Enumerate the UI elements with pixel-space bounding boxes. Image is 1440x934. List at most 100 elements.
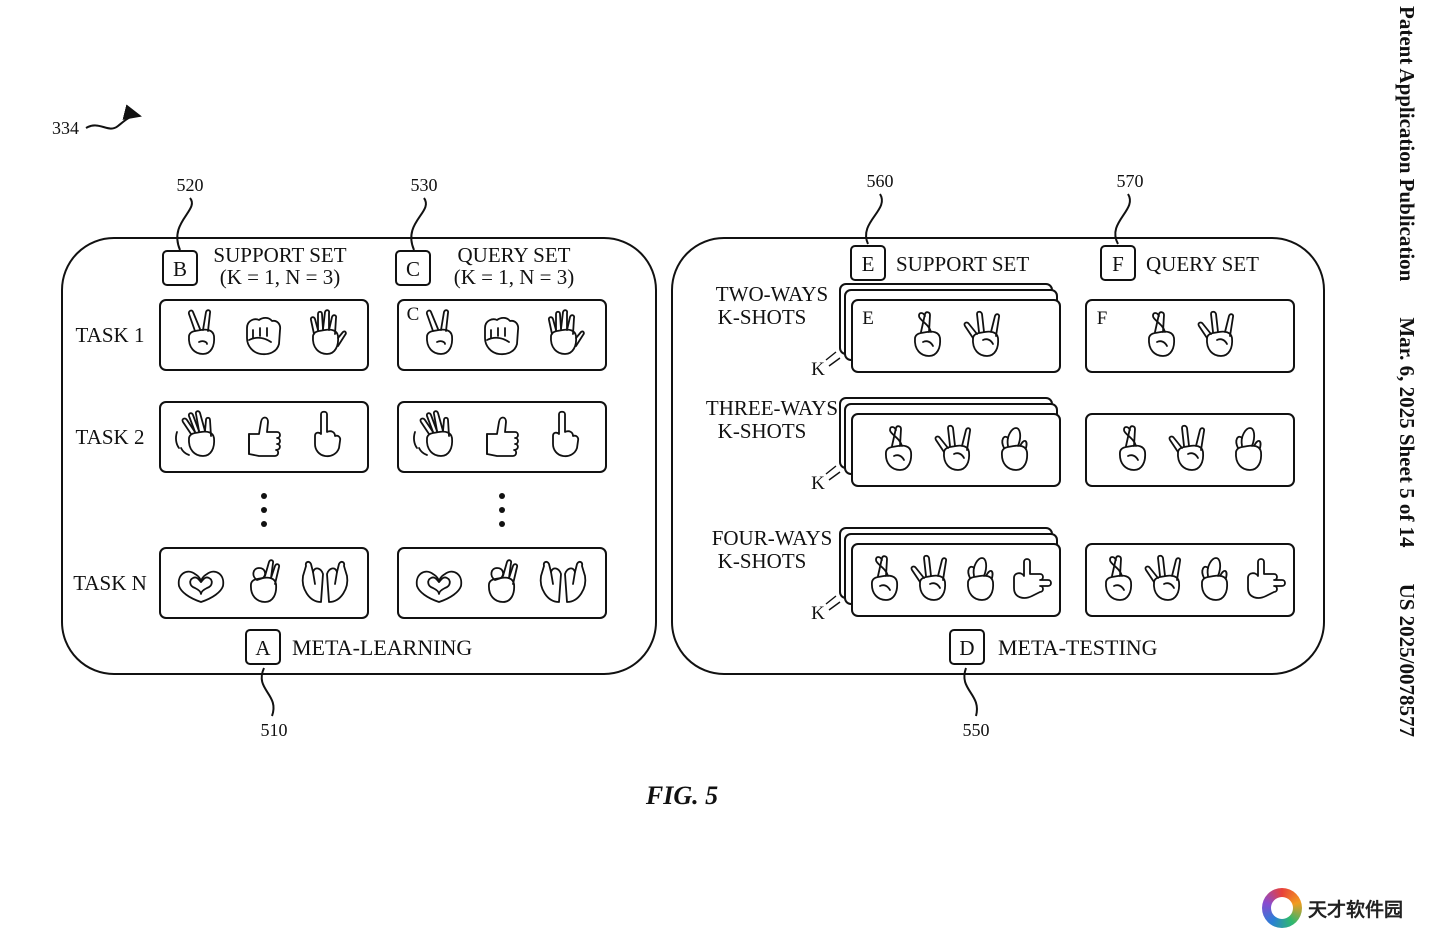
thumbs-up-icon bbox=[248, 416, 281, 457]
love-you-gesture-icon bbox=[1168, 424, 1206, 471]
raised-fist-icon bbox=[484, 316, 520, 356]
way-label: FOUR-WAYS bbox=[712, 526, 833, 550]
shot-label: K-SHOTS bbox=[718, 419, 807, 443]
query-ellipsis bbox=[499, 507, 505, 513]
love-you-gesture-icon bbox=[1197, 310, 1235, 357]
support-ellipsis bbox=[261, 507, 267, 513]
query-card bbox=[1085, 413, 1295, 487]
ok-hand-icon bbox=[250, 559, 281, 603]
heart-hands-icon bbox=[177, 570, 225, 603]
patent-header: Patent Application PublicationMar. 6, 20… bbox=[1395, 6, 1419, 737]
victory-hand-icon bbox=[425, 309, 454, 355]
ref-550-leader bbox=[963, 667, 978, 717]
shot-label: K-SHOTS bbox=[718, 549, 807, 573]
waving-hand-icon bbox=[413, 410, 454, 457]
support-ellipsis bbox=[261, 521, 267, 527]
pointing-up-icon bbox=[314, 410, 342, 458]
k-stack-tick bbox=[825, 465, 841, 481]
task-query-box bbox=[397, 401, 607, 473]
meta-learning-label: META-LEARNING bbox=[292, 635, 472, 660]
k-stack-tick bbox=[825, 351, 841, 367]
palms-up-icon bbox=[539, 560, 587, 603]
raised-fist-icon bbox=[246, 316, 282, 356]
mt-query-inner-letter: F bbox=[1097, 308, 1108, 329]
pinched-hand-icon bbox=[1235, 427, 1263, 471]
support-card-front bbox=[851, 413, 1061, 487]
support-set-title: SUPPORT SET bbox=[213, 243, 346, 267]
ref-334: 334 bbox=[52, 118, 79, 138]
meta-testing-label: META-TESTING bbox=[998, 635, 1158, 660]
love-you-gesture-icon bbox=[934, 424, 972, 471]
raised-hand-icon bbox=[309, 309, 347, 355]
k-label: K bbox=[811, 603, 825, 624]
task-label: TASK N bbox=[73, 571, 147, 595]
k-stack-tick bbox=[825, 595, 841, 611]
mt-support-letter-box bbox=[850, 245, 886, 281]
crossed-fingers-icon bbox=[885, 425, 913, 471]
task-query-box bbox=[397, 547, 607, 619]
figure-caption: FIG. 5 bbox=[645, 781, 718, 810]
victory-hand-icon bbox=[187, 309, 216, 355]
task-support-box bbox=[159, 547, 369, 619]
crossed-fingers-icon bbox=[914, 311, 942, 357]
support-set-letter-box bbox=[162, 250, 198, 286]
query-inner-letter: C bbox=[407, 304, 420, 325]
mt-query-letter-box bbox=[1100, 245, 1136, 281]
query-set-title: QUERY SET bbox=[458, 243, 571, 267]
ref-560: 560 bbox=[867, 171, 894, 191]
watermark: 天才软件园 bbox=[1262, 886, 1432, 930]
mt-query-letter: F bbox=[1112, 252, 1124, 276]
crossed-fingers-icon bbox=[871, 555, 899, 601]
query-ellipsis bbox=[499, 521, 505, 527]
love-you-gesture-icon bbox=[963, 310, 1001, 357]
meta-testing-letter: D bbox=[959, 636, 974, 660]
ref-520-leader bbox=[176, 197, 193, 251]
query-set-letter: C bbox=[406, 257, 420, 281]
ref-550: 550 bbox=[963, 720, 990, 740]
ref-520: 520 bbox=[177, 175, 204, 195]
meta-learning-letter: A bbox=[255, 636, 271, 660]
ref-510: 510 bbox=[261, 720, 288, 740]
palms-up-icon bbox=[301, 560, 349, 603]
heart-hands-icon bbox=[415, 570, 463, 603]
ref-530: 530 bbox=[411, 175, 438, 195]
call-me-hand-icon bbox=[1013, 558, 1052, 599]
support-set-subtitle: (K = 1, N = 3) bbox=[220, 265, 341, 289]
crossed-fingers-icon bbox=[1105, 555, 1133, 601]
query-set-subtitle: (K = 1, N = 3) bbox=[454, 265, 575, 289]
task-label: TASK 2 bbox=[76, 425, 145, 449]
ref-570: 570 bbox=[1117, 171, 1144, 191]
crossed-fingers-icon bbox=[1148, 311, 1176, 357]
mt-support-title: SUPPORT SET bbox=[896, 252, 1029, 276]
task-label: TASK 1 bbox=[76, 323, 145, 347]
ok-hand-icon bbox=[488, 559, 519, 603]
ref-560-leader bbox=[865, 193, 883, 245]
support-card-front bbox=[851, 299, 1061, 373]
call-me-hand-icon bbox=[1247, 558, 1286, 599]
thumbs-up-icon bbox=[486, 416, 519, 457]
watermark-logo-icon bbox=[1262, 888, 1302, 928]
task-query-box bbox=[397, 299, 607, 371]
k-label: K bbox=[811, 359, 825, 380]
pinched-hand-icon bbox=[1201, 557, 1229, 601]
ref-510-leader bbox=[260, 667, 275, 717]
mt-support-letter: E bbox=[862, 252, 875, 276]
k-label: K bbox=[811, 473, 825, 494]
love-you-gesture-icon bbox=[1144, 554, 1182, 601]
query-card bbox=[1085, 299, 1295, 373]
ref-570-leader bbox=[1114, 193, 1131, 245]
crossed-fingers-icon bbox=[1119, 425, 1147, 471]
task-support-box bbox=[159, 299, 369, 371]
ref-334-leader bbox=[85, 104, 142, 130]
ref-530-leader bbox=[410, 197, 427, 251]
raised-hand-icon bbox=[547, 309, 585, 355]
mt-support-inner-letter: E bbox=[862, 308, 874, 329]
header-publication: Patent Application Publication bbox=[1395, 6, 1419, 282]
header-number: US 2025/0078577 bbox=[1395, 584, 1419, 737]
query-ellipsis bbox=[499, 493, 505, 499]
support-ellipsis bbox=[261, 493, 267, 499]
pointing-up-icon bbox=[552, 410, 580, 458]
support-set-letter: B bbox=[173, 257, 187, 281]
query-set-letter-box bbox=[395, 250, 431, 286]
